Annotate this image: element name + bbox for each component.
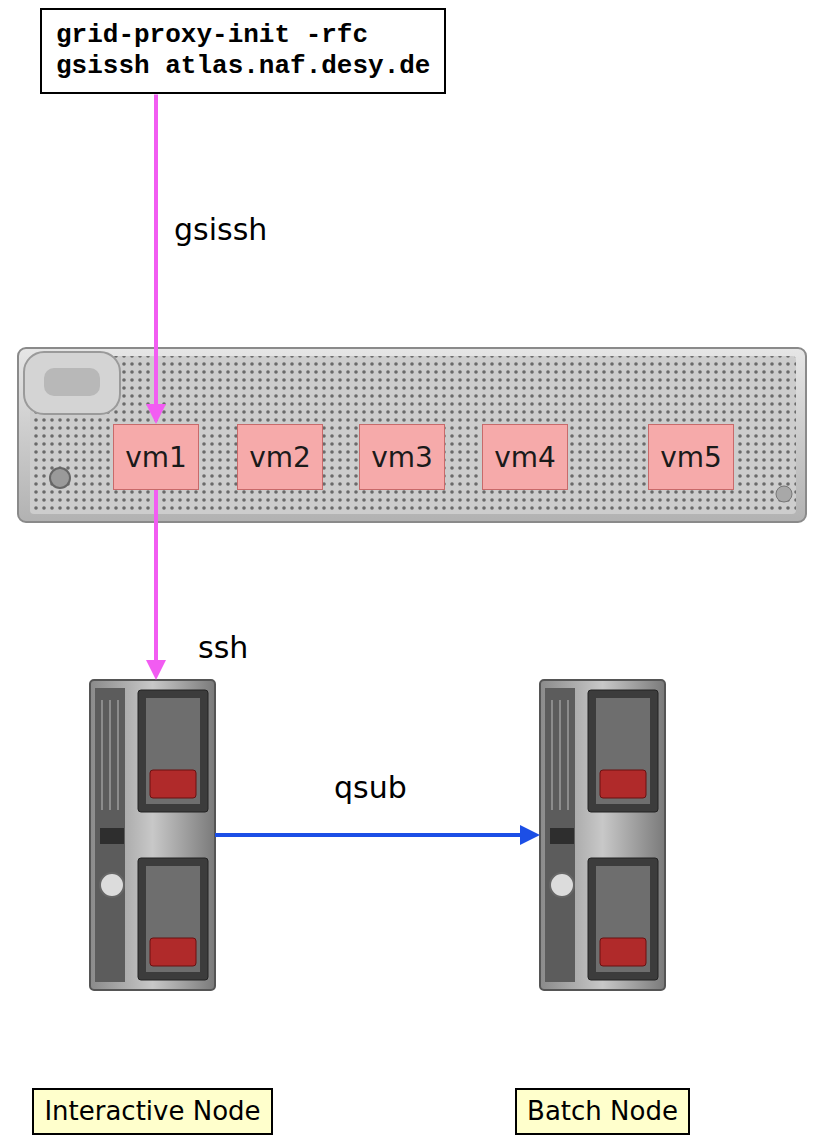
node-label: Batch Node: [515, 1088, 690, 1135]
connector-arrow: [154, 490, 158, 660]
vm-label: vm2: [249, 441, 311, 474]
server-node: Batch Node: [540, 680, 665, 990]
vm-box: vm5: [648, 424, 734, 490]
command-line: grid-proxy-init -rfc: [56, 20, 430, 51]
vm-box: vm2: [237, 424, 323, 490]
command-line: gsissh atlas.naf.desy.de: [56, 51, 430, 82]
vm-label: vm1: [125, 441, 187, 474]
edge-label: ssh: [196, 630, 250, 665]
vm-box: vm3: [359, 424, 445, 490]
batch-blade: [540, 680, 665, 990]
server-rack: [18, 348, 806, 522]
node-label: Interactive Node: [32, 1088, 272, 1135]
vm-label: vm5: [660, 441, 722, 474]
interactive-blade: [90, 680, 215, 990]
vm-box: vm4: [482, 424, 568, 490]
vm-label: vm3: [371, 441, 433, 474]
vm-label: vm4: [494, 441, 556, 474]
vm-box: vm1: [113, 424, 199, 490]
command-box: grid-proxy-init -rfcgsissh atlas.naf.des…: [40, 8, 446, 94]
connector-arrow: [154, 94, 158, 404]
edge-label: qsub: [332, 770, 409, 805]
connector-arrow: [215, 833, 520, 837]
server-node: Interactive Node: [90, 680, 215, 990]
edge-label: gsissh: [172, 212, 269, 247]
